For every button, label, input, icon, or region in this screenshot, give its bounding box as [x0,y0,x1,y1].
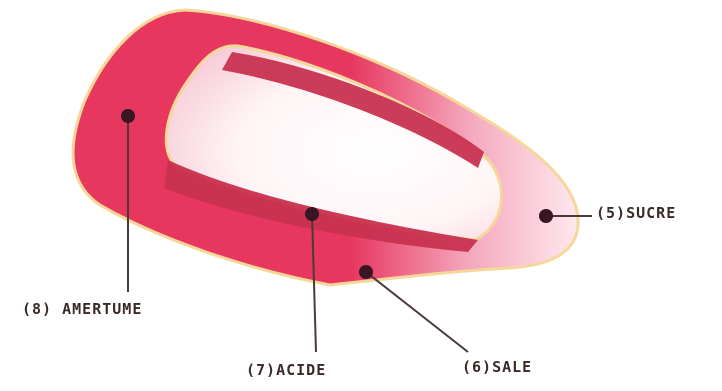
sweet-label: (5)SUCRE [596,204,676,222]
acid-dot [305,207,319,221]
acid-label: (7)ACIDE [246,361,326,379]
salt-dot [359,265,373,279]
bitter-dot [121,109,135,123]
sweet-dot [539,209,553,223]
salt-leader-line [366,272,468,352]
bitter-label: (8) AMERTUME [22,300,142,318]
salt-label: (6)SALE [462,358,532,376]
